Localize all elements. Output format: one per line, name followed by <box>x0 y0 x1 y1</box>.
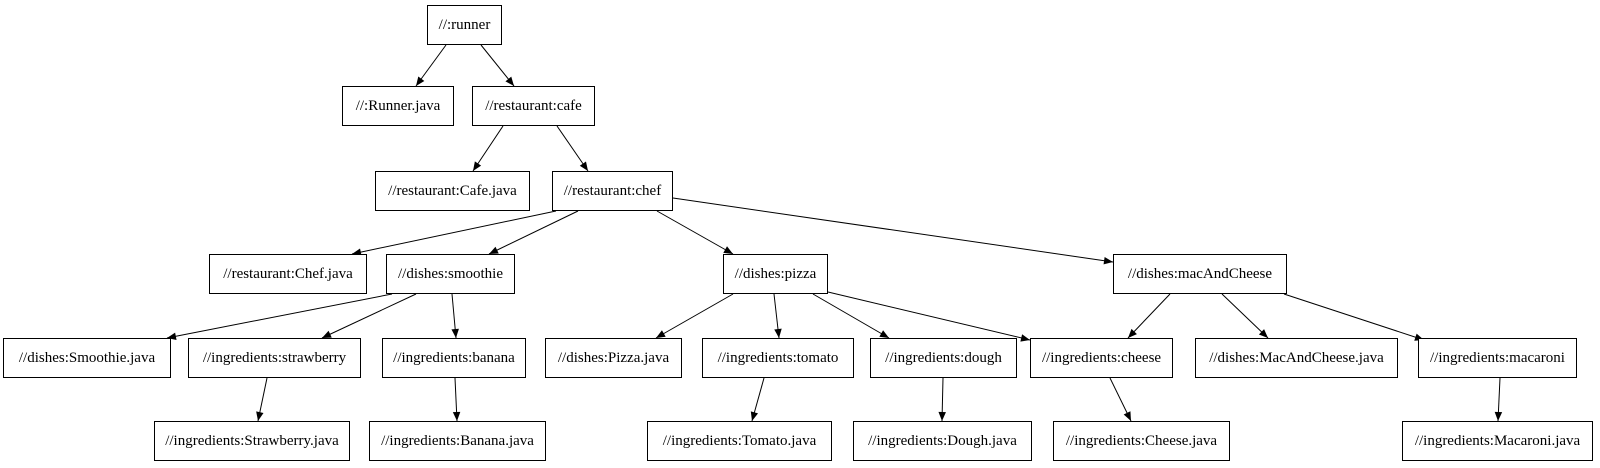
node-Banana.java: //ingredients:Banana.java <box>369 421 546 461</box>
node-chef: //restaurant:chef <box>552 171 673 211</box>
node-MacAndCheese.java: //dishes:MacAndCheese.java <box>1195 338 1398 378</box>
edge-cheese-to-Cheese.java <box>1109 377 1132 422</box>
edge-cafe-to-Cafe.java <box>472 125 504 172</box>
edge-smoothie-to-Smoothie.java <box>166 293 393 340</box>
edge-chef-to-smoothie <box>488 210 579 255</box>
edge-chef-to-pizza <box>656 210 734 255</box>
node-Tomato.java: //ingredients:Tomato.java <box>647 421 832 461</box>
edge-chef-to-Chef.java <box>351 210 557 256</box>
node-cafe: //restaurant:cafe <box>472 86 595 126</box>
edge-macAndCheese-to-cheese <box>1127 293 1171 339</box>
edge-group <box>166 44 1503 422</box>
node-Chef.java: //restaurant:Chef.java <box>209 254 367 294</box>
edge-smoothie-to-strawberry <box>321 293 417 339</box>
node-tomato: //ingredients:tomato <box>702 338 854 378</box>
edge-tomato-to-Tomato.java <box>750 377 765 422</box>
node-banana: //ingredients:banana <box>382 338 526 378</box>
edge-macAndCheese-to-macaroni <box>1283 293 1425 341</box>
node-Cafe.java: //restaurant:Cafe.java <box>375 171 530 211</box>
edge-strawberry-to-Strawberry.java <box>256 377 268 422</box>
node-Smoothie.java: //dishes:Smoothie.java <box>3 338 171 378</box>
node-dough: //ingredients:dough <box>870 338 1017 378</box>
node-Dough.java: //ingredients:Dough.java <box>853 421 1032 461</box>
edge-macAndCheese-to-MacAndCheese.java <box>1221 293 1269 339</box>
node-Strawberry.java: //ingredients:Strawberry.java <box>154 421 350 461</box>
node-pizza: //dishes:pizza <box>723 254 828 294</box>
edge-chef-to-macAndCheese <box>672 197 1114 265</box>
node-Macaroni.java: //ingredients:Macaroni.java <box>1402 421 1593 461</box>
node-Cheese.java: //ingredients:Cheese.java <box>1053 421 1230 461</box>
edge-smoothie-to-banana <box>451 293 459 339</box>
node-Runner.java: //:Runner.java <box>342 86 454 126</box>
edge-pizza-to-tomato <box>773 293 782 339</box>
edge-pizza-to-cheese <box>827 291 1031 342</box>
node-Pizza.java: //dishes:Pizza.java <box>545 338 682 378</box>
node-macaroni: //ingredients:macaroni <box>1418 338 1577 378</box>
node-cheese: //ingredients:cheese <box>1030 338 1173 378</box>
edge-pizza-to-dough <box>812 293 890 339</box>
node-macAndCheese: //dishes:macAndCheese <box>1113 254 1287 294</box>
edge-banana-to-Banana.java <box>452 377 461 422</box>
edge-macaroni-to-Macaroni.java <box>1494 377 1503 422</box>
node-runner: //:runner <box>427 5 502 45</box>
edge-pizza-to-Pizza.java <box>655 293 734 339</box>
edge-dough-to-Dough.java <box>938 377 946 422</box>
edge-cafe-to-chef <box>556 125 589 172</box>
node-smoothie: //dishes:smoothie <box>386 254 515 294</box>
edge-runner-to-cafe <box>480 44 515 87</box>
edge-runner-to-Runner.java <box>415 44 447 87</box>
node-strawberry: //ingredients:strawberry <box>188 338 361 378</box>
